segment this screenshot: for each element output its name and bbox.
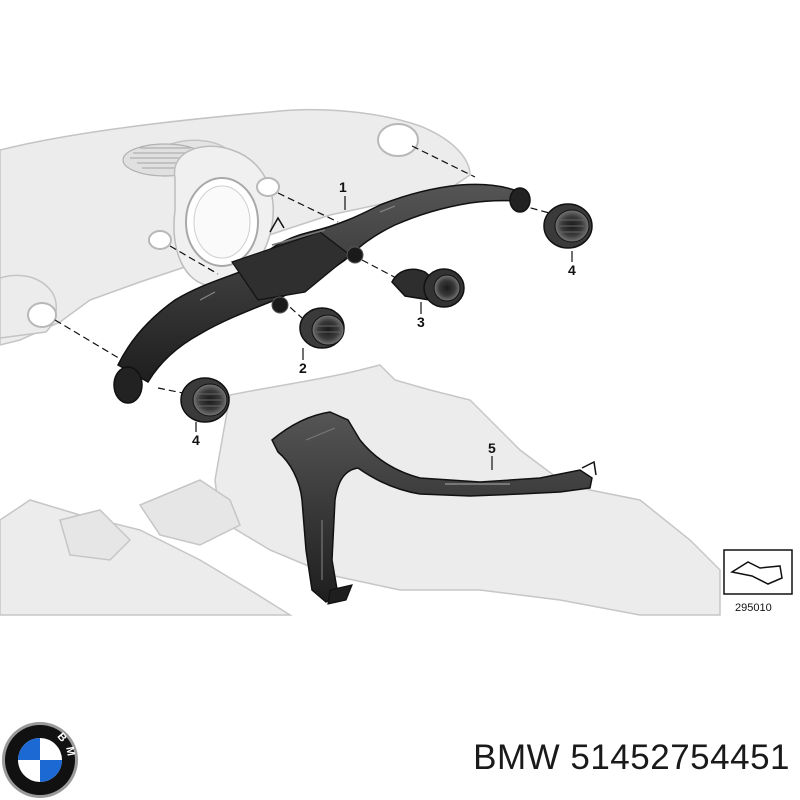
callout-4-left: 4 [192, 432, 200, 448]
gauge-housing [173, 145, 274, 287]
dashboard-vent-openings [27, 123, 419, 328]
callout-4-right: 4 [568, 262, 576, 278]
air-vent-part-3 [391, 268, 465, 308]
callout-1: 1 [339, 179, 347, 195]
floor-duct-part-5 [271, 411, 597, 605]
part-number: 51452754451 [570, 738, 790, 777]
callout-2: 2 [299, 360, 307, 376]
part-orientation-icon [730, 561, 783, 585]
center-console-outline [0, 364, 721, 616]
callout-5: 5 [488, 440, 496, 456]
callout-3: 3 [417, 314, 425, 330]
bmw-logo: BMW [0, 0, 78, 798]
air-vent-part-4-left [180, 377, 230, 423]
svg-text:BMW: BMW [0, 0, 78, 763]
air-vent-part-2 [299, 307, 345, 349]
air-duct-part-1 [113, 183, 531, 404]
air-vent-part-4-right [543, 203, 593, 249]
reference-box: 295010 [723, 549, 793, 614]
part-caption: BMW 51452754451 [410, 738, 790, 778]
brand-name: BMW [473, 738, 561, 777]
reference-number: 295010 [735, 602, 772, 614]
